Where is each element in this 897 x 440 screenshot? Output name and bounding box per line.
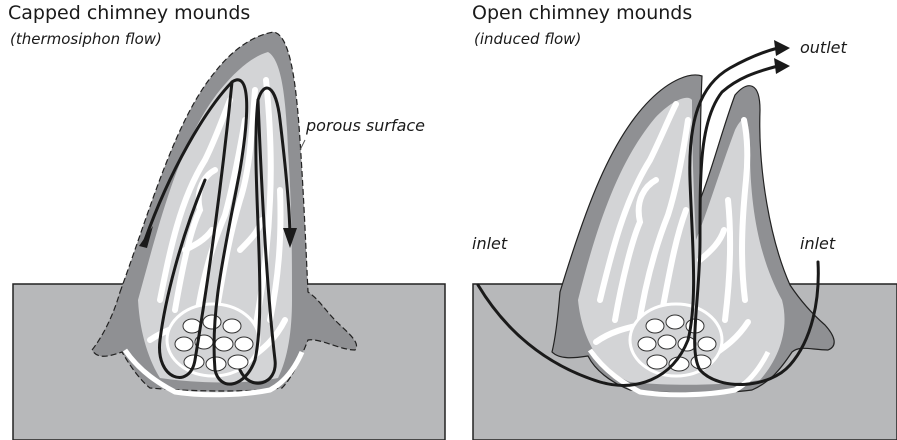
outlet-arrowhead-2 xyxy=(774,58,790,74)
outlet-arrowhead-1 xyxy=(774,40,790,56)
label-inlet-right: inlet xyxy=(800,234,835,253)
label-outlet: outlet xyxy=(800,38,847,57)
panel-left-title: Capped chimney mounds xyxy=(8,2,250,24)
panel-capped xyxy=(13,32,445,440)
panel-left-subtitle: (thermosiphon flow) xyxy=(10,30,162,48)
label-porous-surface: porous surface xyxy=(306,116,425,135)
label-inlet-left: inlet xyxy=(472,234,507,253)
panel-right-subtitle: (induced flow) xyxy=(474,30,581,48)
panel-right-title: Open chimney mounds xyxy=(472,2,692,24)
